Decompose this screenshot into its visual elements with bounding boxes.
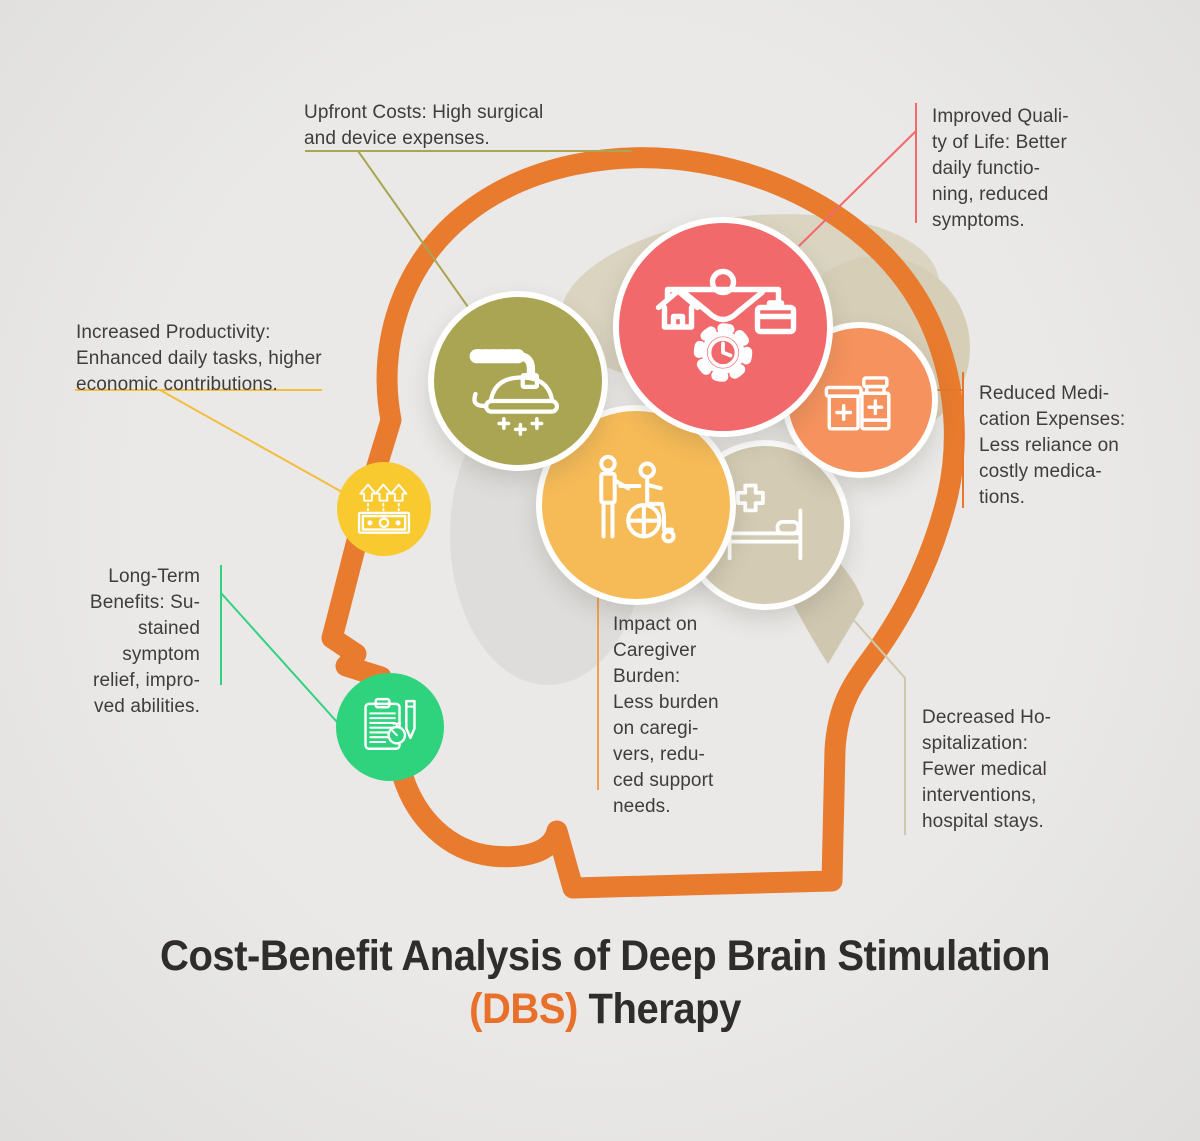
title-line1: Cost-Benefit Analysis of Deep Brain Stim…	[160, 932, 1050, 980]
label-decreased-hospitalization: Decreased Ho- spitalization: Fewer medic…	[922, 707, 1052, 832]
label-improved-quality: Improved Quali- ty of Life: Better daily…	[932, 106, 1069, 231]
infographic-title: Cost-Benefit Analysis of Deep Brain Stim…	[0, 930, 1200, 1036]
clipboard-schedule-icon	[364, 697, 416, 750]
node-circle-increased-productivity	[337, 462, 431, 556]
connector-increased-productivity	[75, 389, 343, 493]
caregiver-wheelchair-icon	[599, 454, 676, 544]
money-growth-icon	[357, 483, 411, 534]
connector-improved-quality	[798, 103, 917, 247]
connector-upfront-costs	[305, 150, 632, 308]
node-circle-long-term-benefits	[336, 673, 444, 781]
title-therapy-text: Therapy	[577, 985, 742, 1033]
node-circle-improved-quality	[613, 217, 833, 437]
surgical-drill-icon	[469, 349, 560, 436]
label-long-term-benefits: Long-Term Benefits: Su- stained symptom …	[89, 566, 200, 717]
node-circle-upfront-costs	[428, 291, 608, 471]
life-balance-gear-icon	[655, 268, 797, 382]
label-caregiver-burden: Impact on Caregiver Burden: Less burden …	[613, 614, 719, 817]
label-reduced-medication: Reduced Medi- cation Expenses: Less reli…	[979, 383, 1126, 508]
title-dbs-highlight: (DBS)	[469, 985, 578, 1033]
medicine-bottles-icon	[824, 376, 891, 431]
title-line2: (DBS) Therapy	[42, 983, 1167, 1036]
label-increased-productivity: Increased Productivity: Enhanced daily t…	[76, 322, 322, 395]
connector-long-term-benefits	[220, 565, 338, 723]
label-upfront-costs: Upfront Costs: High surgical and device …	[304, 102, 544, 149]
connector-decreased-hospitalization	[811, 572, 906, 835]
